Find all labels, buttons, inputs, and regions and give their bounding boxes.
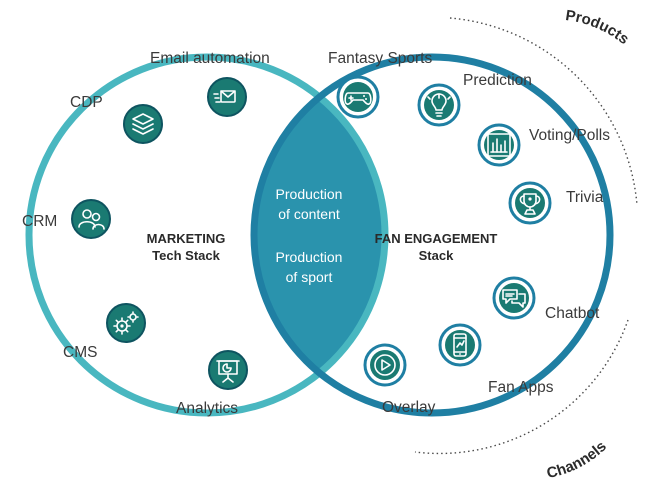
chat-bubbles-icon: [502, 289, 526, 308]
fantasy-sports-label: Fantasy Sports: [328, 50, 432, 67]
voting-polls-node: [477, 123, 521, 167]
prediction-label: Prediction: [463, 72, 532, 89]
cms-node: [106, 303, 146, 343]
bar-chart-icon: [487, 133, 511, 157]
products-arc-label: Products: [564, 7, 632, 48]
prediction-node: [417, 83, 461, 127]
smartphone-icon: [453, 333, 467, 357]
gears-icon: [113, 311, 139, 335]
fan-apps-node: [438, 323, 482, 367]
overlay-node: [363, 343, 407, 387]
fan-engagement-title: FAN ENGAGEMENT: [375, 231, 498, 246]
crm-node: [71, 199, 111, 239]
analytics-label: Analytics: [176, 400, 238, 417]
envelope-icon: [213, 90, 236, 103]
overlap-line-1: Production: [276, 186, 343, 202]
crm-label: CRM: [22, 213, 57, 230]
email-automation-label: Email automation: [150, 50, 270, 67]
overlap-line-3: Production: [276, 249, 343, 265]
chatbot-node: [492, 276, 536, 320]
fan-engagement-circle: [250, 53, 614, 417]
cms-label: CMS: [63, 344, 97, 361]
channels-arc: [414, 319, 629, 455]
marketing-title: MARKETING: [147, 231, 226, 246]
channels-arc-label: Channels: [545, 438, 610, 482]
overlay-label: Overlay: [382, 399, 436, 416]
email-automation-node: [207, 77, 247, 117]
trophy-icon: [519, 193, 541, 215]
voting-polls-label: Voting/Polls: [529, 127, 610, 144]
cdp-node: [123, 104, 163, 144]
cdp-label: CDP: [70, 94, 103, 111]
fantasy-sports-node: [336, 75, 380, 119]
play-icon: [374, 354, 396, 376]
fan-apps-label: Fan Apps: [488, 379, 554, 396]
layers-icon: [132, 113, 154, 135]
overlap-lens: [254, 57, 385, 413]
overlap-line-4: of sport: [286, 269, 333, 285]
analytics-node: [208, 350, 248, 390]
products-arc: [449, 17, 638, 206]
users-icon: [78, 209, 105, 230]
trivia-node: [508, 181, 552, 225]
lightbulb-icon: [427, 93, 451, 117]
marketing-circle: [25, 53, 389, 417]
fan-engagement-subtitle: Stack: [419, 248, 454, 263]
gamepad-icon: [344, 92, 372, 105]
chatbot-label: Chatbot: [545, 305, 600, 322]
overlap-line-2: of content: [278, 206, 340, 222]
presentation-chart-icon: [216, 360, 240, 383]
trivia-label: Trivia: [566, 189, 604, 206]
marketing-subtitle: Tech Stack: [152, 248, 220, 263]
